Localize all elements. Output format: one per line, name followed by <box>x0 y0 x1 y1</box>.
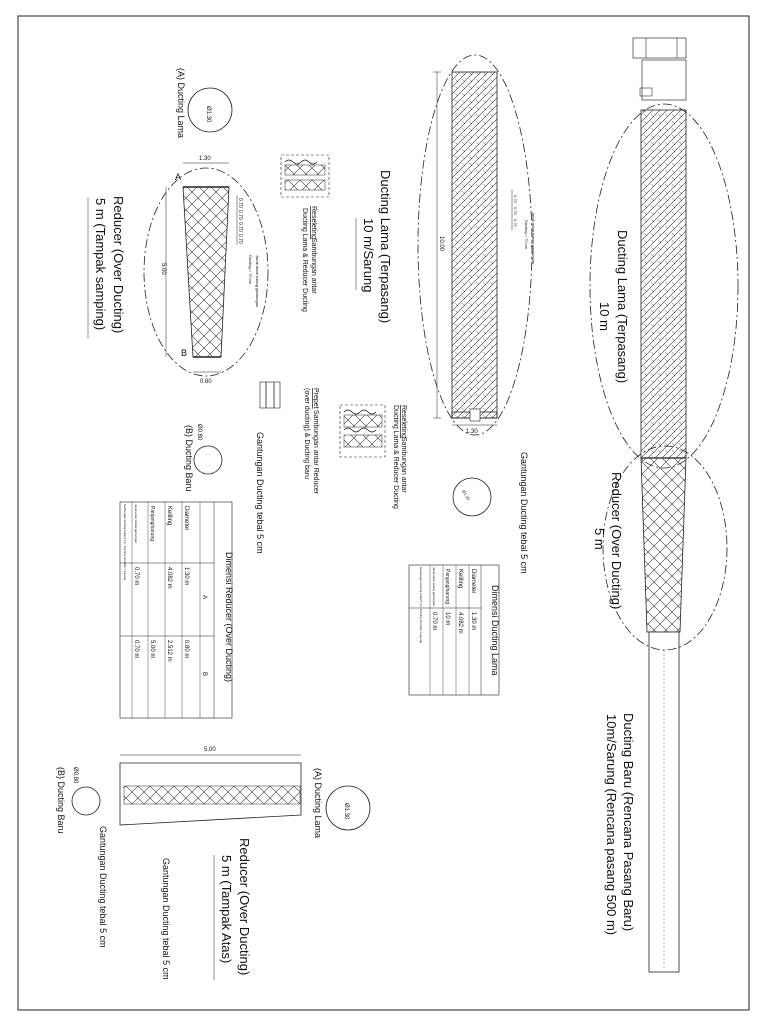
drawing-frame <box>17 15 750 1011</box>
reducer-joint-prefix: Reseleting <box>310 206 317 239</box>
long-lama-title: Ducting Lama (Terpasang) <box>615 230 630 383</box>
prepet-detail <box>259 381 281 409</box>
table-reducer-r1-label: Diameter <box>183 506 189 530</box>
reducer-circle-b-dia: Ø0.80 <box>196 424 202 441</box>
top-circle-b-dia: Ø0.80 <box>72 767 78 784</box>
prepet-prefix: Prepet <box>312 388 319 409</box>
long-baru-title: Ducting Baru (Rencana Pasang Baru) <box>621 713 636 931</box>
table-reducer-r4-a: 0.70 m <box>133 567 139 585</box>
table-reducer-r1-b: 0.80 m <box>183 640 189 658</box>
lama-title: Ducting Lama (Terpasang) <box>378 170 393 323</box>
lama-spacing-3: 0.70 <box>513 219 518 228</box>
lama-note-1: Jarak antar tulang gantungan <box>531 212 536 264</box>
lama-spacing-2: 0.70 <box>513 207 518 216</box>
reducer-label-a: (A) Ducting Lama <box>176 68 186 138</box>
table-lama-title: Dimensi Ducting Lama <box>490 585 500 676</box>
lama-note-2: Ducting = 70 cm <box>524 220 529 250</box>
lama-joint-sub: Ducting Lama & Reducer Ducting <box>392 405 399 509</box>
top-dim-length: 5.00 <box>204 747 216 753</box>
top-circle-a <box>325 785 371 831</box>
table-reducer: Dimensi Reducer (Over Ducting) A B Diame… <box>119 501 234 719</box>
long-reducer-len: 5 m <box>592 528 607 550</box>
reducer-circle-a-dia: Ø1.30 <box>205 106 211 123</box>
lama-dim-length: 10.00 <box>438 236 444 252</box>
lama-joint-prefix: Reseleting <box>400 405 407 438</box>
reducer-spacing-2: 0.70 <box>237 210 243 220</box>
table-reducer-col-a: A <box>201 595 207 599</box>
lama-detail: 10.00 1.30 0.70 0.70 0.70 Jarak antar tu… <box>339 54 536 574</box>
table-reducer-r3-b: 5.00 m <box>149 640 155 658</box>
reducer-top: 5.00 Reducer (Over Ducting) 5 m (Tampak … <box>56 747 371 980</box>
top-circle-a-dia: Ø1.30 <box>343 803 349 820</box>
lama-joint-title: Sambungan antar <box>400 437 407 493</box>
reducer-marker-b: B <box>181 348 187 358</box>
long-lama-len: 10 m <box>597 302 612 331</box>
reducer-label-b: (B) Ducting Baru <box>184 425 194 492</box>
table-reducer-col-b: B <box>201 672 207 676</box>
table-reducer-r2-label: Keliling <box>166 506 172 525</box>
reducer-note-1: Jarak antar tulang gantungan <box>255 255 260 307</box>
reducer-gantungan: Gantungan Ducting tebal 5 cm <box>255 432 265 554</box>
table-lama-r3-val: 10 m <box>444 612 450 625</box>
top-label-a: (A) Ducting Lama <box>313 768 323 838</box>
reducer-spacing-4: 0.70 <box>237 234 243 244</box>
reducer-long <box>640 457 687 633</box>
table-lama-r2-val: 4.082 m <box>457 612 463 634</box>
reducer-marker-a: A <box>175 172 181 182</box>
table-lama-r4-label: Jarak antar tulang gantungan <box>432 567 436 606</box>
lama-subtitle: 10 m/Sarung <box>361 218 376 292</box>
reducer-side-title: Reducer (Over Ducting) <box>111 196 126 333</box>
table-lama-r3-label: Panjang/sarung <box>444 569 450 604</box>
reducer-circle-b <box>193 445 223 475</box>
ducting-lama-long <box>640 109 687 459</box>
table-reducer-r2-a: 4.082 m <box>166 567 172 589</box>
top-label-b: (B) Ducting Baru <box>56 767 66 834</box>
long-baru-sub: 10m/Sarung (Rencana pasang 500 m) <box>604 714 619 935</box>
table-reducer-r3-label: Panjang/sarung <box>149 506 155 541</box>
top-title: Reducer (Over Ducting) <box>237 838 252 975</box>
lama-circle-dia: Ø1.30 <box>461 489 471 502</box>
reducer-side: 1.30 0.80 5.00 A B 0.70 0.70 0.70 0.70 J… <box>87 68 330 554</box>
lama-gantungan: Gantungan Ducting tebal 5 cm <box>519 452 529 574</box>
table-lama: Dimensi Ducting Lama Diameter 1.30 m Kel… <box>408 564 500 696</box>
reducer-dim-a: 1.30 <box>199 156 211 162</box>
top-gantungan-2: Gantungan Ducting tebal 5 cm <box>98 826 108 948</box>
reducer-circle-a <box>187 87 233 133</box>
reducer-dim-length: 5.00 <box>160 263 166 275</box>
reducer-spacing-3: 0.70 <box>237 222 243 232</box>
lama-dim-width: 1.30 <box>466 429 478 435</box>
long-view: Ducting Lama (Terpasang) 10 m Reducer (O… <box>589 37 739 973</box>
lama-joint-detail <box>339 404 386 458</box>
reducer-joint-detail <box>280 154 330 198</box>
table-lama-r1-val: 1.30 m <box>470 612 476 630</box>
top-circle-b <box>71 786 101 816</box>
table-reducer-r4-label: Jarak antar tulang gantungan <box>134 504 138 543</box>
long-reducer-title: Reducer (Over Ducting) <box>609 472 624 609</box>
lama-spacing-1: 0.70 <box>513 195 518 204</box>
reducer-joint-title: Sambungan antar <box>310 238 317 294</box>
table-reducer-r1-a: 1.30 m <box>183 567 189 585</box>
table-lama-r2-label: Keliling <box>457 569 463 588</box>
reducer-joint-sub: Ducting Lama & Reducer Ducting <box>301 208 308 312</box>
lama-circle <box>452 477 492 517</box>
prepet-sub: (over ducting) & Ducting baru <box>303 388 310 479</box>
table-reducer-r2-b: 2.512 m <box>166 640 172 662</box>
top-gantungan-1: Gantungan Ducting tebal 5 cm <box>161 858 171 980</box>
table-reducer-r4-b: 0.70 m <box>133 640 139 658</box>
table-reducer-title: Dimensi Reducer (Over Ducting) <box>224 552 234 682</box>
prepet-title: Sambungan antar Reducer <box>312 410 319 495</box>
table-lama-r4-val: 0.70 m <box>431 612 437 630</box>
reducer-side-subtitle: 5 m (Tampak samping) <box>93 198 108 330</box>
table-lama-note: Gantungan ducting tebal 5 cm. Ducting me… <box>419 567 423 643</box>
top-subtitle: 5 m (Tampak Atas) <box>219 855 234 963</box>
table-reducer-note: Gantungan ducting tebal 5 cm. Ducting me… <box>123 504 127 580</box>
reducer-spacing-1: 0.70 <box>237 198 243 208</box>
reducer-note-2: Ducting = 70 cm <box>248 255 253 285</box>
reducer-dim-b: 0.80 <box>200 379 212 385</box>
table-lama-r1-label: Diameter <box>470 569 476 593</box>
